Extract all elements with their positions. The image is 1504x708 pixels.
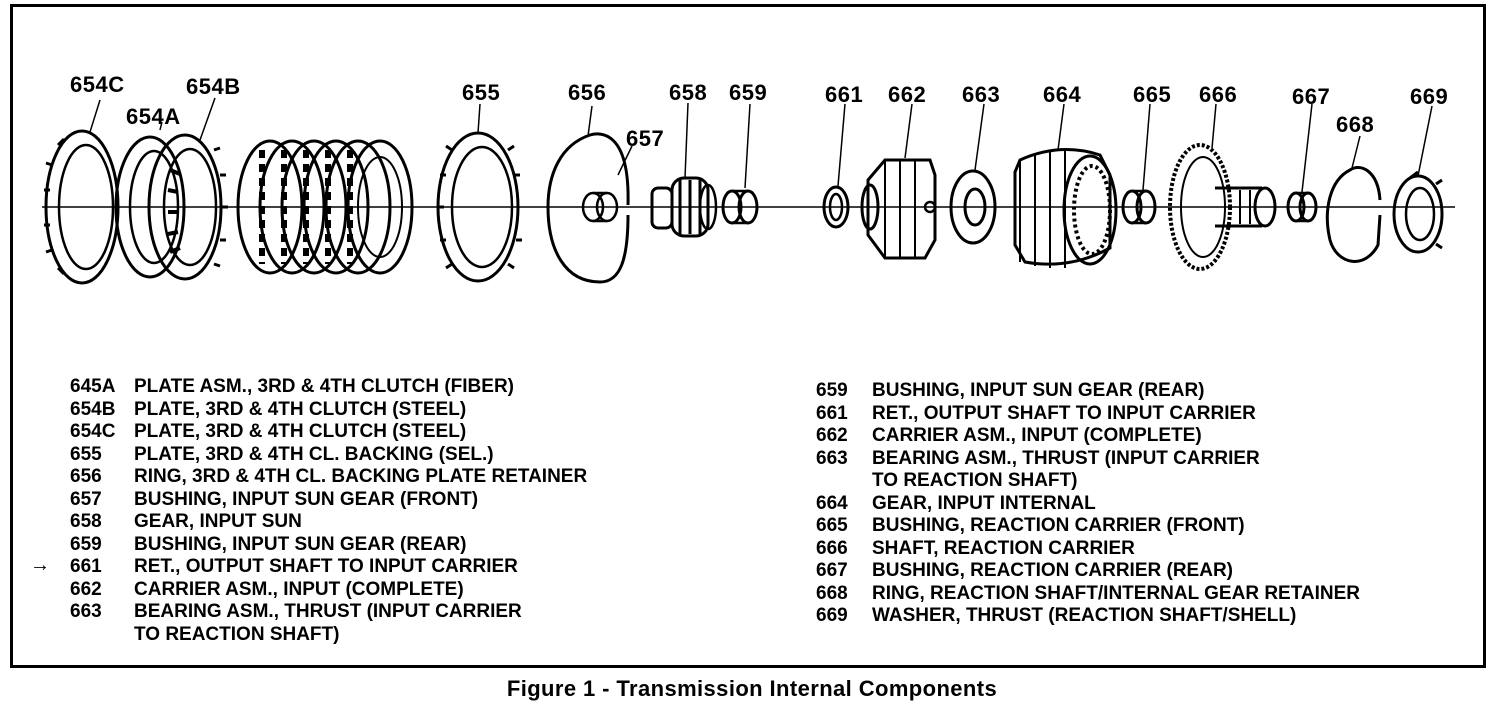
part-663-thrust-bearing xyxy=(949,169,997,245)
part-669-thrust-washer xyxy=(1392,170,1444,254)
callout-656: 656 xyxy=(568,80,607,105)
callout-654a: 654A xyxy=(126,104,181,129)
part-654c-plate xyxy=(44,129,120,285)
callout-661: 661 xyxy=(825,82,864,107)
part-662-carrier xyxy=(860,158,937,260)
legend-row-continuation: TO REACTION SHAFT) xyxy=(872,470,1078,491)
callout-654c: 654C xyxy=(70,72,125,97)
part-664-internal-gear xyxy=(1013,148,1118,268)
part-661-retainer xyxy=(822,185,850,229)
part-657-bushing xyxy=(581,191,619,223)
callout-665: 665 xyxy=(1133,82,1172,107)
figure-frame xyxy=(10,4,1486,668)
callout-659: 659 xyxy=(729,80,768,105)
figure-caption: Figure 1 - Transmission Internal Compone… xyxy=(506,676,998,701)
part-665-bushing xyxy=(1121,189,1157,225)
arrow-marker: → xyxy=(30,554,50,576)
callout-662: 662 xyxy=(888,82,927,107)
part-656-ring xyxy=(546,132,630,284)
part-654b-plate xyxy=(147,133,228,281)
callout-663: 663 xyxy=(962,82,1001,107)
part-666-reaction-shaft xyxy=(1168,143,1277,271)
exploded-view-illustration xyxy=(42,97,1455,285)
part-658-sun-gear xyxy=(650,176,718,238)
part-659-bushing xyxy=(721,189,759,225)
legend-row-continuation: TO REACTION SHAFT) xyxy=(134,623,340,645)
part-667-bushing xyxy=(1286,191,1318,223)
callout-667: 667 xyxy=(1292,84,1331,109)
part-668-ring xyxy=(1325,166,1382,263)
callout-666: 666 xyxy=(1199,82,1238,107)
part-654a-plate xyxy=(114,135,186,279)
clutch-pack xyxy=(236,139,414,275)
callout-668: 668 xyxy=(1336,112,1375,137)
callout-669: 669 xyxy=(1410,84,1449,109)
callout-657: 657 xyxy=(626,126,665,151)
callout-658: 658 xyxy=(669,80,708,105)
callout-655: 655 xyxy=(462,80,501,105)
callout-654b: 654B xyxy=(186,74,241,99)
callout-664: 664 xyxy=(1043,82,1082,107)
